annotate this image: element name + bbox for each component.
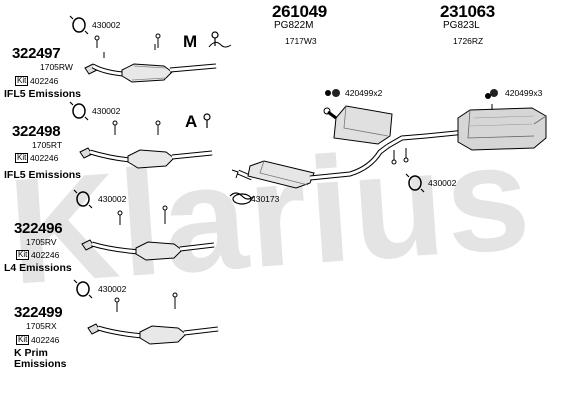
rubber-mount-icon (332, 89, 340, 97)
variant-emissions-2: IFL5 Emissions (4, 169, 82, 181)
variant-code-322499: 322499 (14, 304, 63, 321)
part-model-pg823l: PG823L (443, 20, 480, 31)
part-number-430173: 430173 (251, 194, 280, 204)
variant-kit-3: 402246 (31, 250, 60, 260)
part-ref-1726rz: 1726RZ (453, 36, 484, 46)
part-number-231063: 231063 (440, 2, 495, 21)
part-number-420499x3: 420499x3 (505, 88, 543, 98)
clamp-number-3: 430002 (98, 194, 127, 204)
variant-code-322496: 322496 (14, 220, 63, 237)
variant-kit-2: 402246 (30, 153, 59, 163)
watermark-logo: Klarius (4, 112, 537, 316)
variant-emissions-3: L4 Emissions (4, 262, 72, 274)
part-model-pg822m: PG822M (274, 20, 314, 31)
clamp-icon (408, 175, 422, 191)
clamp-number-4: 430002 (98, 284, 127, 294)
variant-kit-4: 402246 (31, 335, 60, 345)
clamp-icon (76, 281, 90, 297)
variant-ref-1705rx: 1705RX (26, 321, 57, 331)
kit-badge: Kit (15, 153, 29, 163)
catalyst-assembly-3 (73, 189, 215, 261)
variant-badge-1: M (183, 32, 197, 51)
clamp-icon (72, 103, 86, 119)
part-number-261049: 261049 (272, 2, 327, 21)
part-number-430002-middle: 430002 (428, 178, 457, 188)
middle-rear-exhaust (229, 89, 547, 205)
variant-ref-1705rw: 1705RW (40, 62, 73, 72)
variant-badge-2: A (185, 112, 197, 131)
rubber-mount-icon (325, 90, 331, 96)
clamp-number-2: 430002 (92, 106, 121, 116)
variant-emissions-1: IFL5 Emissions (4, 88, 82, 100)
gasket-icon (232, 193, 252, 205)
clamp-icon (76, 191, 90, 207)
clamp-icon (72, 17, 86, 33)
catalyst-assembly-1 (69, 15, 217, 83)
clamp-number-1: 430002 (92, 20, 121, 30)
kit-badge: Kit (15, 76, 29, 86)
part-number-420499x2: 420499x2 (345, 88, 383, 98)
catalyst-assembly-2 (69, 101, 213, 169)
variant-code-322498: 322498 (12, 123, 61, 140)
engine-badge-m (208, 31, 232, 48)
variant-kit-1: 402246 (30, 76, 59, 86)
variant-ref-1705rv: 1705RV (26, 237, 57, 247)
variant-emissions-4: K Prim Emissions (14, 347, 67, 370)
engine-badge-a (203, 113, 211, 128)
kit-badge: Kit (16, 250, 30, 260)
variant-ref-1705rt: 1705RT (32, 140, 63, 150)
catalyst-assembly-4 (73, 279, 219, 345)
rubber-mount-icon (490, 89, 498, 97)
kit-badge: Kit (16, 335, 30, 345)
part-ref-1717w3: 1717W3 (285, 36, 317, 46)
variant-code-322497: 322497 (12, 45, 61, 62)
